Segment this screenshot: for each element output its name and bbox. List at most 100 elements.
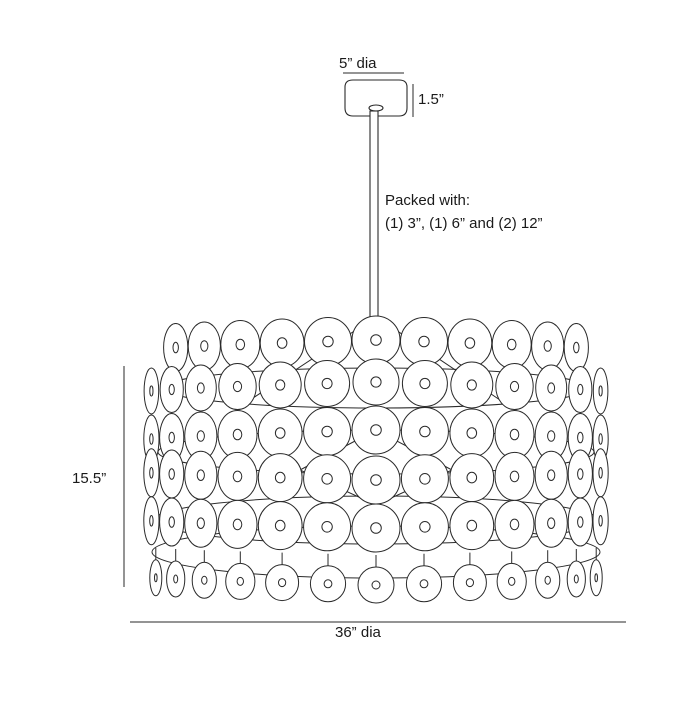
glass-disc <box>220 320 261 369</box>
glass-disc <box>496 562 527 600</box>
glass-disc <box>449 453 495 503</box>
disc-center <box>149 385 154 397</box>
glass-disc <box>159 449 185 499</box>
disc-center <box>509 470 520 483</box>
glass-disc <box>567 449 593 499</box>
glass-disc <box>535 364 568 412</box>
glass-disc <box>592 448 609 498</box>
glass-disc <box>159 497 185 547</box>
disc-center <box>154 573 158 583</box>
disc-center <box>577 468 584 480</box>
disc-center <box>598 385 603 397</box>
glass-disc <box>143 367 160 415</box>
disc-center <box>321 425 333 438</box>
disc-center <box>543 340 552 352</box>
fixture-diameter-label: 36” dia <box>335 624 381 641</box>
disc-center <box>274 519 286 532</box>
disc-center <box>419 425 431 438</box>
glass-disc <box>567 497 593 547</box>
canopy-socket <box>368 104 384 112</box>
disc-center <box>322 335 334 348</box>
glass-disc <box>184 364 217 412</box>
disc-center <box>464 337 476 349</box>
glass-disc <box>400 502 449 552</box>
disc-center <box>419 377 431 390</box>
disc-center <box>149 467 154 479</box>
glass-disc <box>452 564 487 602</box>
disc-center <box>419 521 431 533</box>
glass-disc <box>494 451 535 501</box>
glass-disc <box>450 361 494 409</box>
disc-center <box>573 341 580 354</box>
disc-center <box>466 427 478 439</box>
glass-disc <box>309 565 347 603</box>
disc-center <box>276 337 288 349</box>
disc-center <box>232 380 243 393</box>
glass-disc <box>534 450 568 500</box>
glass-disc <box>592 496 609 546</box>
disc-center <box>274 427 286 439</box>
disc-center <box>598 467 603 479</box>
glass-disc <box>225 562 256 600</box>
disc-center <box>465 578 474 588</box>
canopy-height-label: 1.5” <box>418 91 444 108</box>
glass-disc <box>351 455 401 505</box>
disc-center <box>168 431 175 444</box>
disc-center <box>573 574 579 584</box>
packed-with-note-line-2: (1) 3”, (1) 6” and (2) 12” <box>385 215 543 232</box>
glass-disc <box>303 502 352 552</box>
glass-disc <box>259 318 305 368</box>
disc-center <box>196 517 205 530</box>
glass-disc <box>258 361 302 409</box>
disc-center <box>232 518 243 531</box>
disc-center <box>321 521 333 533</box>
glass-disc <box>303 454 352 504</box>
disc-center <box>168 516 175 528</box>
disc-center <box>149 433 154 445</box>
disc-center <box>168 468 175 480</box>
disc-center <box>419 473 431 485</box>
disc-center <box>172 341 179 354</box>
glass-disc <box>531 321 565 371</box>
disc-center <box>577 383 584 396</box>
disc-center <box>544 575 551 585</box>
glass-disc <box>568 366 593 413</box>
glass-disc <box>405 565 443 603</box>
glass-disc <box>191 561 217 599</box>
glass-disc <box>447 318 493 368</box>
disc-center <box>466 379 477 391</box>
disc-center <box>547 430 556 442</box>
disc-center <box>370 424 382 436</box>
glass-disc <box>163 323 189 372</box>
packed-with-note-line-1: Packed with: <box>385 192 471 209</box>
disc-center <box>323 579 333 589</box>
glass-disc <box>143 448 160 498</box>
glass-disc <box>566 560 586 598</box>
disc-center <box>235 338 246 351</box>
glass-disc <box>494 499 535 549</box>
ceiling-canopy <box>344 79 408 117</box>
disc-center <box>196 382 205 394</box>
glass-disc <box>534 498 568 548</box>
glass-disc <box>351 405 401 455</box>
glass-disc <box>491 320 532 369</box>
disc-center <box>509 518 520 531</box>
disc-center <box>201 575 208 585</box>
disc-center <box>321 377 333 390</box>
disc-center <box>419 579 429 589</box>
glass-disc <box>401 360 448 407</box>
glass-disc <box>217 451 258 501</box>
glass-disc <box>303 407 352 456</box>
disc-center <box>275 379 286 391</box>
disc-center <box>321 473 333 485</box>
disc-center <box>370 522 382 534</box>
disc-center <box>370 376 382 388</box>
disc-center <box>418 335 430 348</box>
disc-center <box>598 433 603 445</box>
disc-center <box>196 469 205 482</box>
glass-disc <box>494 410 535 459</box>
glass-disc <box>257 453 303 503</box>
disc-center <box>508 576 516 586</box>
disc-center <box>370 334 382 346</box>
